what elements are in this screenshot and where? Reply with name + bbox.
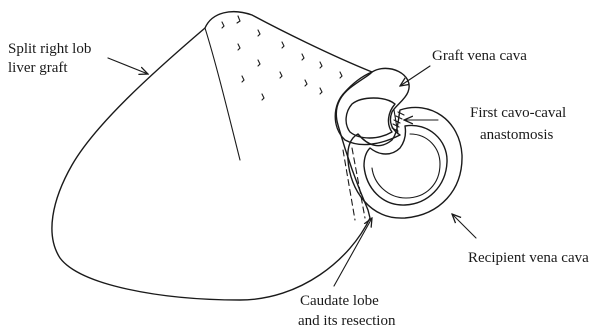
- caudate-resection-line-2: [352, 148, 365, 218]
- recipient-vena-cava-inner: [372, 134, 440, 198]
- graft-vena-cava-lumen: [346, 98, 395, 138]
- graft-vena-cava-label: Graft vena cava: [432, 48, 527, 64]
- cut-surface-stipple: [222, 16, 342, 100]
- anastomosis-label-line1: First cavo-caval: [470, 105, 566, 121]
- anastomosis-label-line2: anastomosis: [480, 127, 553, 143]
- recipient-vena-cava-arrow: [452, 214, 476, 238]
- cut-surface-border: [205, 28, 240, 160]
- graft-label-line1: Split right lob: [8, 41, 91, 57]
- liver-graft-outline: [52, 12, 372, 300]
- graft-label-line2: liver graft: [8, 60, 68, 76]
- caudate-label-line2: and its resection: [298, 313, 396, 329]
- caudate-arrow: [334, 218, 372, 286]
- caudate-label-line1: Caudate lobe: [300, 293, 379, 309]
- recipient-vena-cava-outer: [348, 107, 462, 218]
- recipient-vena-cava-label: Recipient vena cava: [468, 250, 589, 266]
- graft-arrow: [108, 58, 148, 74]
